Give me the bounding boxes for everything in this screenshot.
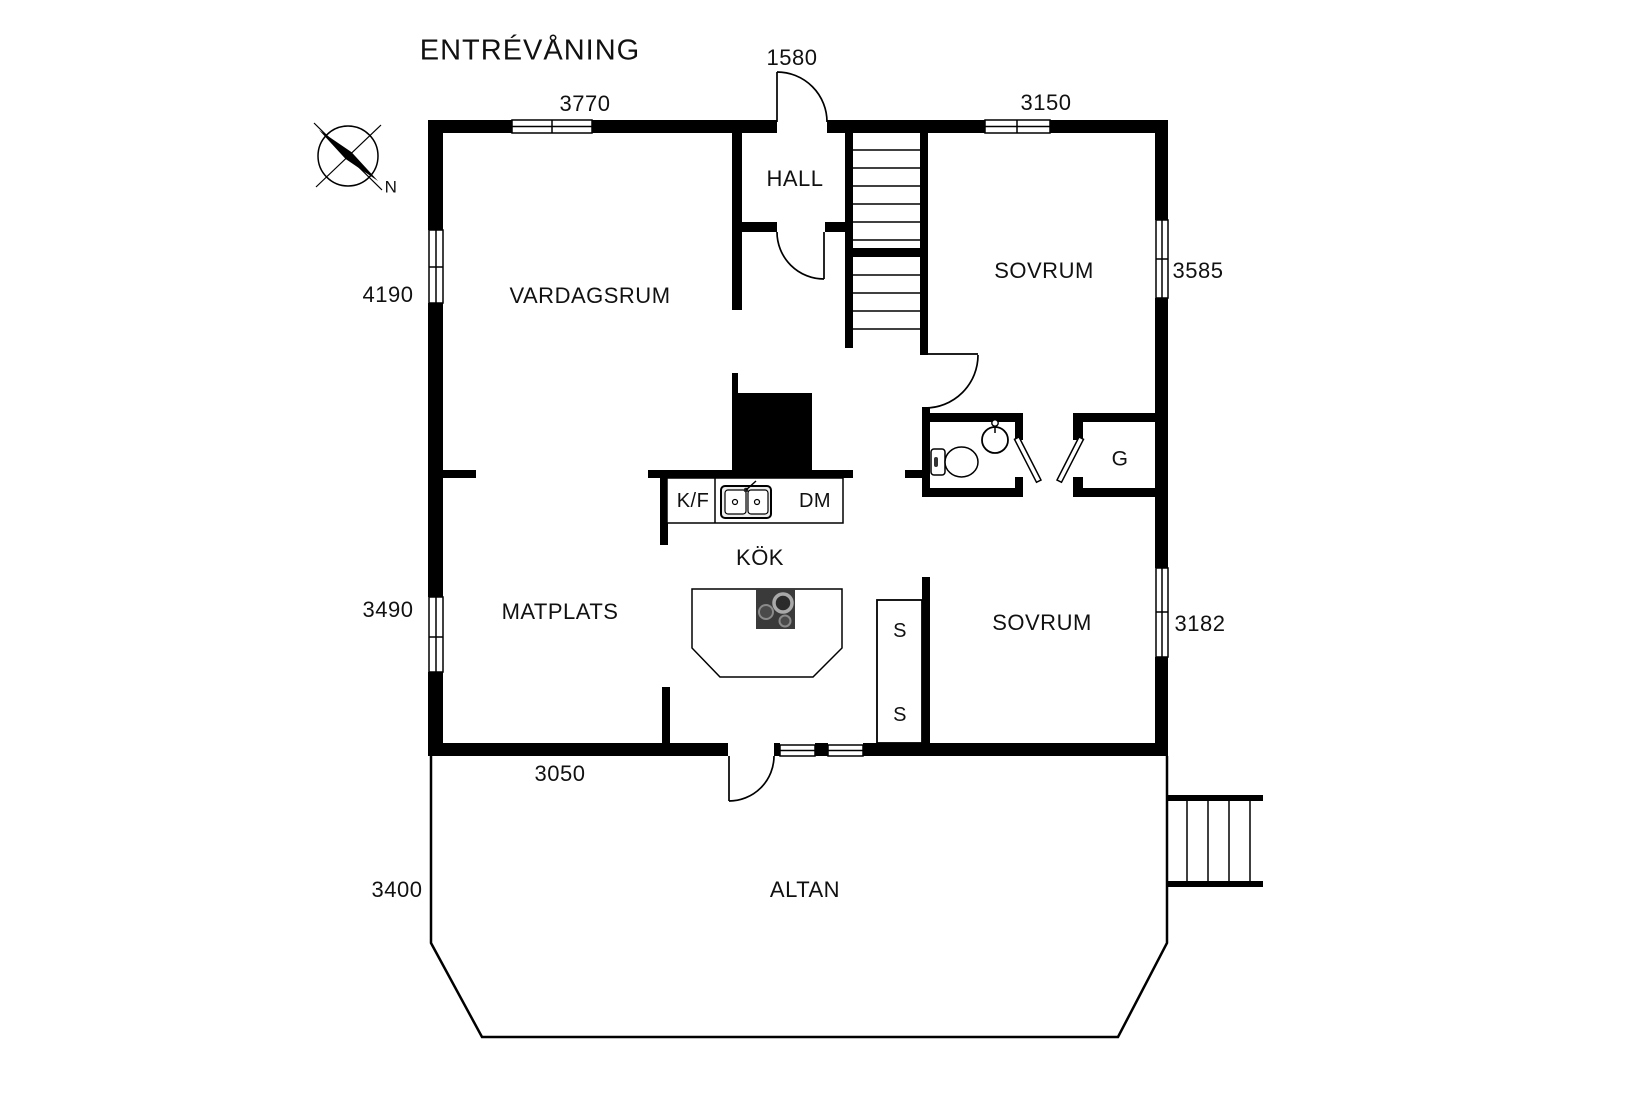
room-label-living-room: VARDAGSRUM <box>509 283 671 308</box>
compass-north-label: N <box>384 177 398 197</box>
label-fridge-freezer: K/F <box>676 490 710 512</box>
closet-g-north-wall <box>1073 413 1155 422</box>
chimney-stub <box>732 373 738 393</box>
room-label-dining: MATPLATS <box>501 599 619 624</box>
dim-top-left-window: 3770 <box>559 91 611 116</box>
hall-south-wall-right <box>825 222 845 232</box>
window-top-right <box>984 119 1051 134</box>
room-label-bedroom-top: SOVRUM <box>994 258 1094 283</box>
page-title: ENTRÉVÅNING <box>419 34 641 67</box>
closet-s <box>876 599 923 744</box>
stairs-right-rail <box>920 132 928 355</box>
bathroom-west-wall <box>922 407 930 497</box>
label-dishwasher: DM <box>798 490 832 512</box>
window-bottom-left <box>779 744 816 757</box>
window-right-upper <box>1155 219 1169 299</box>
stair-treads <box>853 149 920 330</box>
bedroom2-west-wall <box>922 577 930 743</box>
kitchen-counter <box>666 477 844 524</box>
window-left-upper <box>428 229 444 304</box>
compass-icon <box>313 122 383 191</box>
closet-g-door-leaf <box>1055 435 1085 484</box>
label-wardrobe-g: G <box>1111 447 1129 471</box>
bathroom-south-wall <box>922 488 1023 497</box>
terrace-outline <box>429 756 1169 1039</box>
entry-door <box>776 71 828 123</box>
hall-south-wall-left <box>742 222 777 232</box>
dim-entry-door: 1580 <box>766 45 818 70</box>
bathroom-north-wall <box>930 413 1023 422</box>
bathroom-door-jamb-bottom <box>1015 477 1023 488</box>
dim-right-lower: 3182 <box>1174 611 1226 636</box>
staircase <box>845 132 928 355</box>
stairs-landing <box>853 248 920 257</box>
chimney-block <box>732 393 812 475</box>
outdoor-stairs <box>1168 795 1263 887</box>
stove-icon <box>756 589 795 629</box>
window-top-left <box>511 119 593 134</box>
room-label-bedroom-bottom: SOVRUM <box>992 610 1092 635</box>
kitchen-counter-wall <box>648 470 853 478</box>
stairs-left-rail <box>845 132 853 348</box>
window-left-lower <box>428 596 444 673</box>
bathroom-door-leaf <box>1013 435 1043 484</box>
dim-left-lower: 3490 <box>362 597 414 622</box>
dim-top-right-window: 3150 <box>1020 90 1072 115</box>
dim-bottom: 3050 <box>534 761 586 786</box>
kitchen-sink-icon <box>720 480 772 519</box>
kitchen-island <box>691 588 843 678</box>
closet-g-south-wall <box>1073 488 1155 497</box>
room-label-kitchen: KÖK <box>736 545 784 570</box>
label-closet-s-lower: S <box>893 704 907 726</box>
outer-walls <box>428 120 1168 756</box>
interior-walls <box>443 132 1155 743</box>
doors <box>728 71 1085 802</box>
bedroom1-door <box>924 353 979 409</box>
terrace-door <box>728 755 775 802</box>
toilet-icon <box>930 446 979 478</box>
room-label-terrace: ALTAN <box>769 877 841 902</box>
kitchen-west-wall-lower <box>662 687 670 743</box>
dim-terrace: 3400 <box>371 877 423 902</box>
closet-g-jamb-bottom <box>1073 477 1083 488</box>
left-wall-stub <box>443 470 476 478</box>
windows <box>428 119 1169 757</box>
window-bottom-right <box>827 744 864 757</box>
washbasin-icon <box>981 419 1009 454</box>
closet-g-jamb-top <box>1073 422 1083 440</box>
hall-door <box>776 231 825 280</box>
bathroom-west-stub <box>905 470 930 478</box>
kitchen-west-wall-upper <box>660 478 668 545</box>
dim-left-upper: 4190 <box>362 282 414 307</box>
label-closet-s-upper: S <box>893 620 907 642</box>
bathroom-door-jamb-top <box>1015 422 1023 440</box>
room-label-hall: HALL <box>766 166 824 191</box>
dim-right-upper: 3585 <box>1172 258 1224 283</box>
window-right-lower <box>1155 567 1169 658</box>
hall-west-wall <box>732 132 742 310</box>
bathroom-fixtures <box>930 419 1009 478</box>
